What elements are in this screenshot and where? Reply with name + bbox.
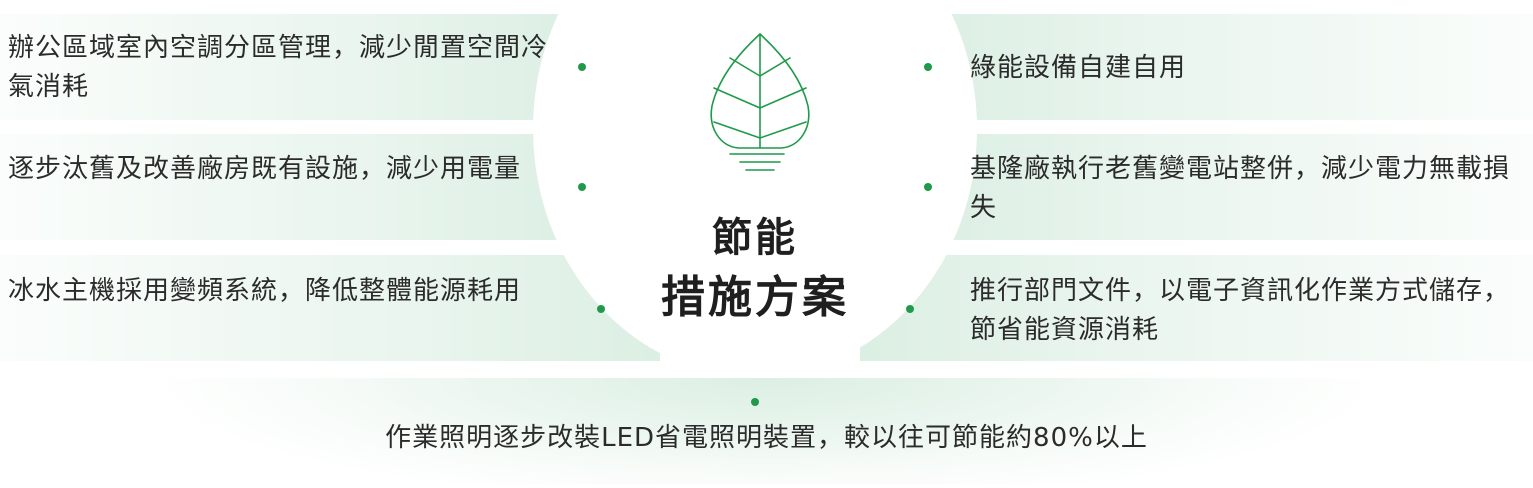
left-dot-3: [597, 305, 605, 313]
title-line-2: 措施方案: [661, 272, 849, 323]
right-band-2: [929, 134, 1533, 240]
right-dot-3: [906, 305, 914, 313]
bottom-band: [80, 378, 1453, 484]
title-line-1: 節能: [712, 215, 798, 261]
left-item-3: 冰水主機採用變頻系統，降低整體能源耗用: [8, 276, 522, 306]
right-band-3: [860, 255, 1533, 361]
leaf-lightbulb-icon: [710, 33, 810, 171]
right-band-1: [929, 14, 1533, 120]
right-item-3: 推行部門文件，以電子資訊化作業方式儲存，節省能資源消耗: [970, 276, 1511, 345]
right-dot-1: [924, 63, 932, 71]
right-item-2: 基隆廠執行老舊變電站整併，減少電力無載損失: [970, 154, 1511, 223]
right-dot-2: [924, 183, 932, 191]
left-band-3: [0, 255, 660, 361]
left-band-2: [0, 134, 583, 240]
left-dot-2: [578, 183, 586, 191]
left-band-1: [0, 14, 583, 120]
bottom-dot: [751, 398, 759, 406]
left-dot-1: [578, 63, 586, 71]
left-item-2: 逐步汰舊及改善廠房既有設施，減少用電量: [8, 154, 522, 184]
right-item-1: 綠能設備自建自用: [970, 53, 1187, 83]
left-item-1: 辦公區域室內空調分區管理，減少閒置空間冷氣消耗: [8, 33, 549, 102]
bottom-item: 作業照明逐步改裝LED省電照明裝置，較以往可節能約80%以上: [385, 423, 1148, 453]
